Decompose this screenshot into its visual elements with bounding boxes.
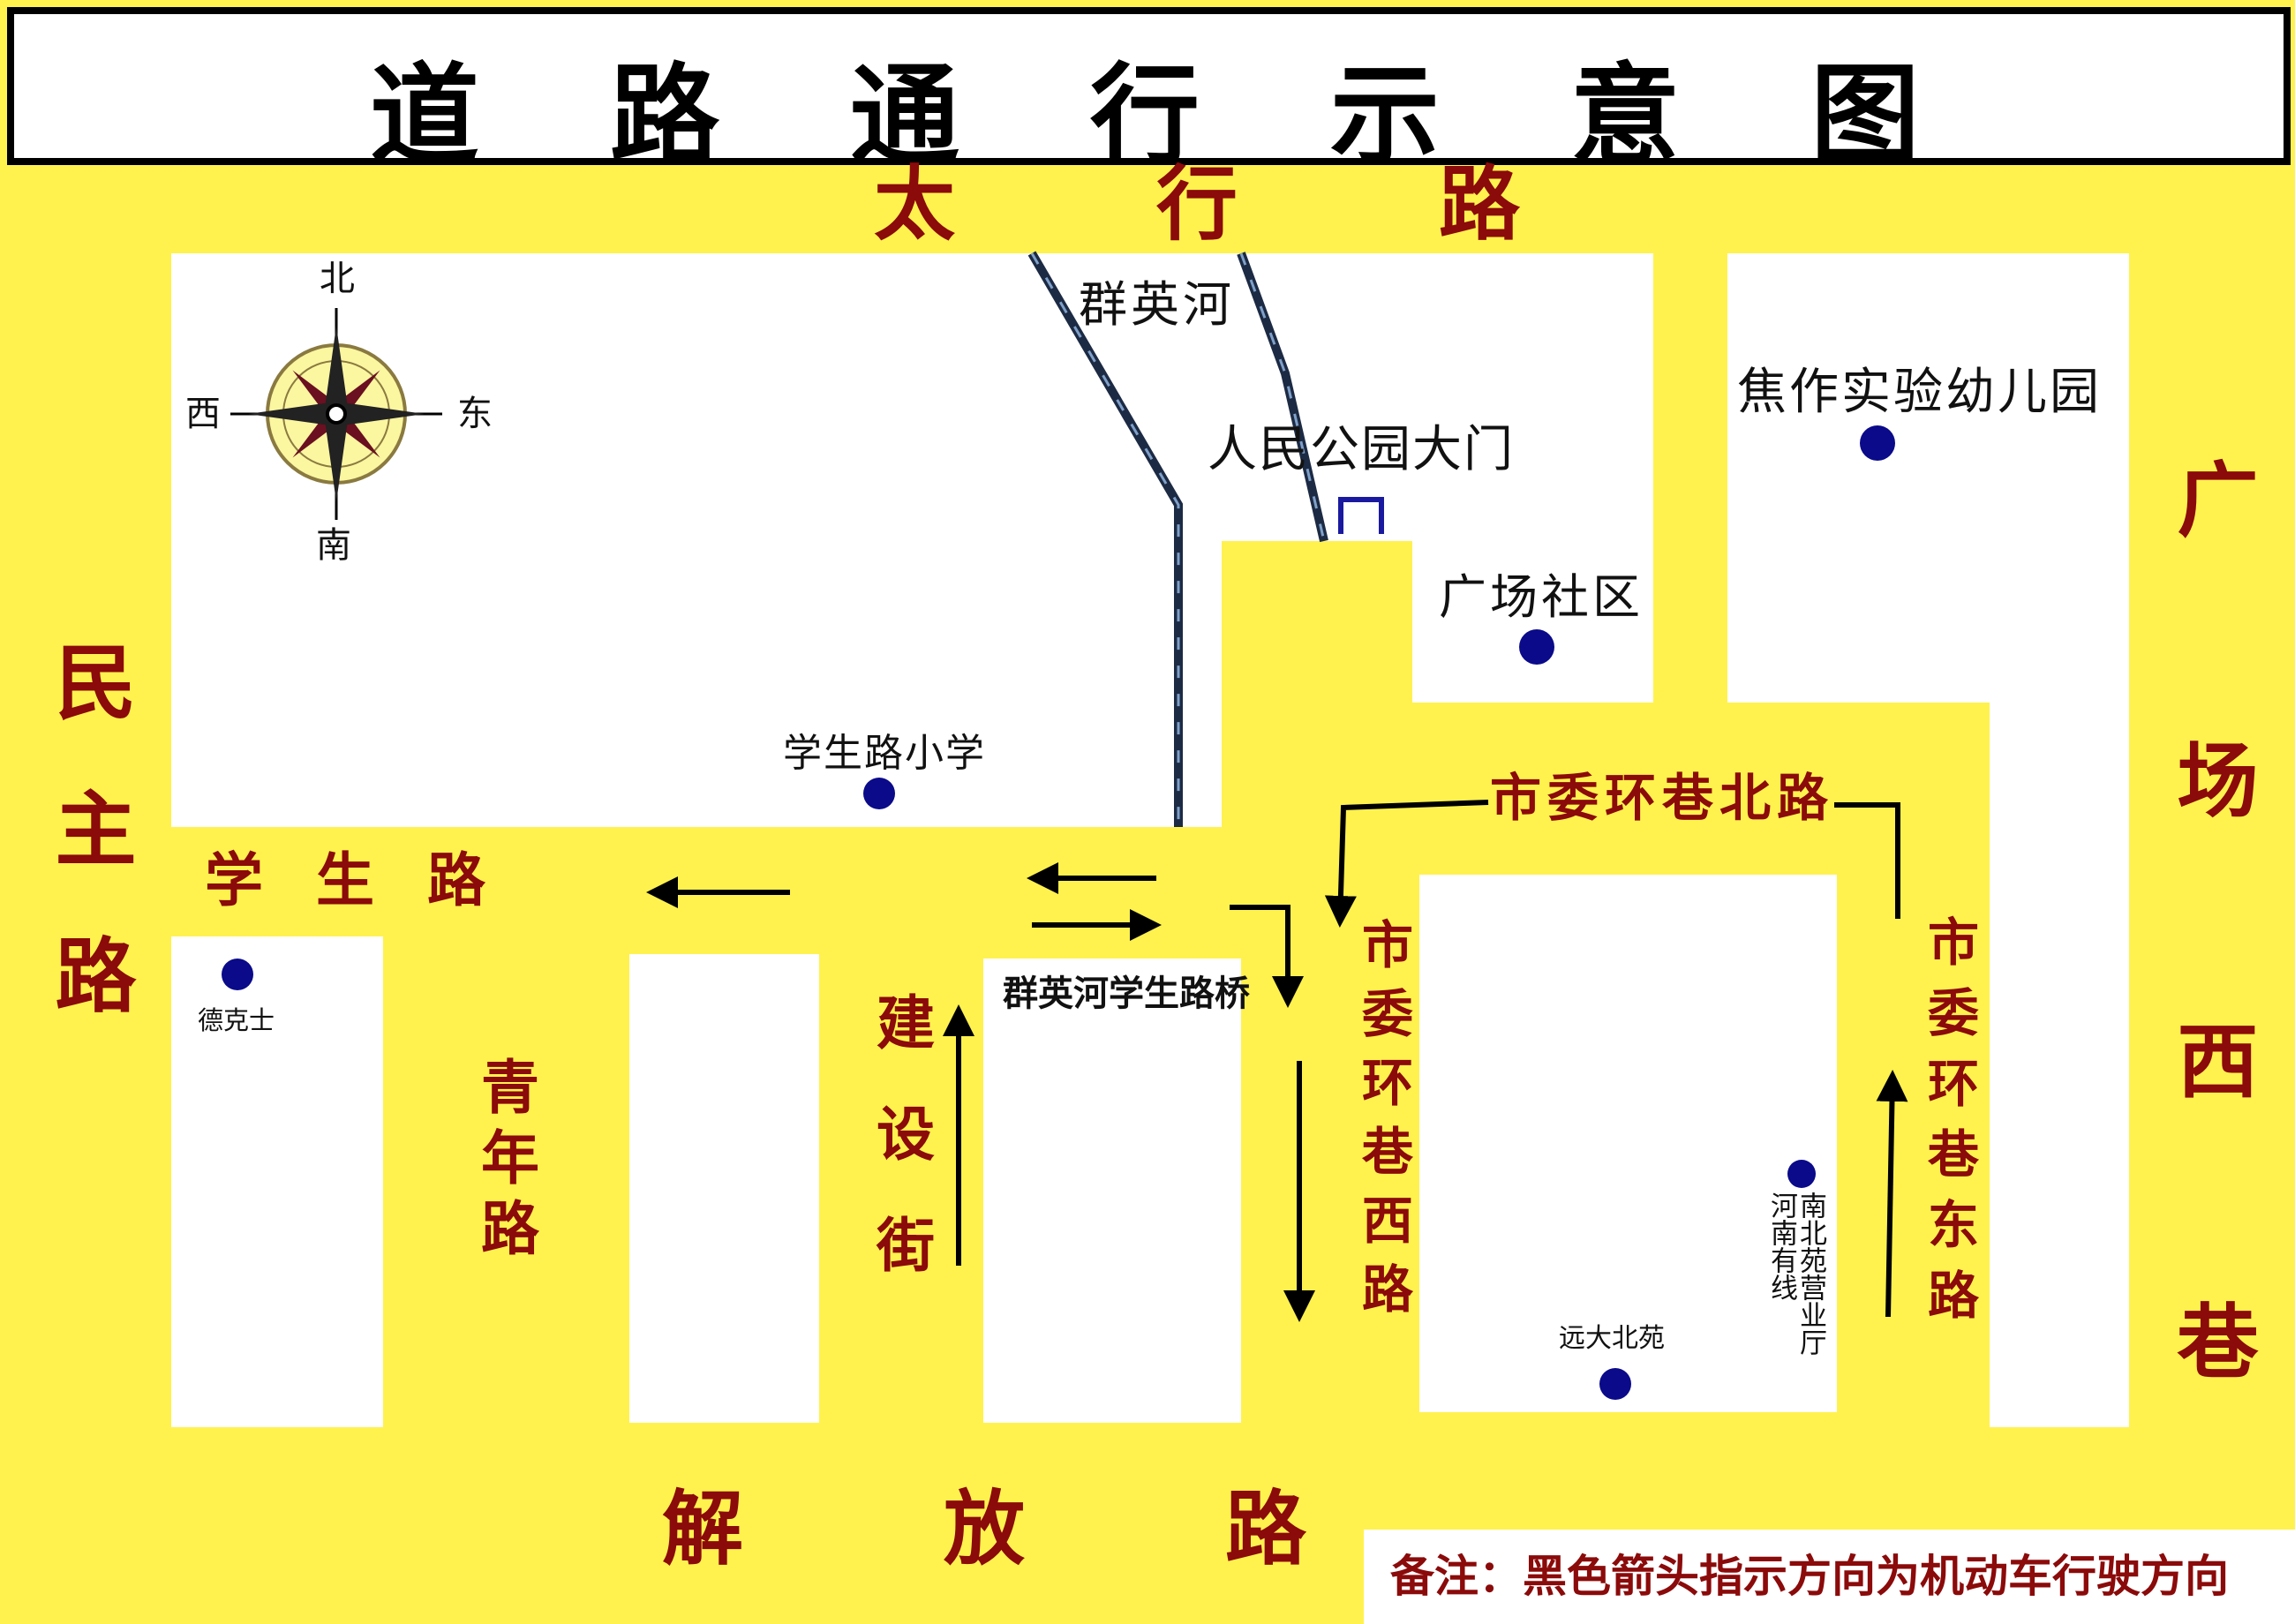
map-title: 道路通行示意图 [370, 52, 2051, 180]
block-dicos [171, 936, 383, 1427]
note-text: 备注：黑色箭头指示方向为机动车行驶方向 [1390, 1551, 2229, 1602]
park-gate-icon [1338, 497, 1384, 534]
road-shiwei-xi: 市委环巷西路 [1353, 918, 1413, 1331]
dot-dicos [222, 959, 253, 990]
road-shiwei-dong: 市委环巷东路 [1919, 915, 1979, 1339]
block-east [1990, 703, 2129, 1427]
arrow-turn-south [1230, 905, 1304, 1008]
arrow-west-south-bei [1324, 800, 1489, 928]
compass-west: 西 [185, 394, 221, 434]
label-park-gate: 人民公园大门 [1208, 421, 1515, 478]
compass-north: 北 [320, 259, 355, 299]
label-cable-office-col1: 南北苑营业厅 [1795, 1192, 1826, 1356]
block-qingnian-east [629, 954, 819, 1423]
river-qunying [1027, 251, 1328, 827]
title-box [7, 7, 2291, 165]
dot-yuanda [1599, 1368, 1631, 1400]
dot-cable-office [1787, 1160, 1816, 1188]
road-taihang: 太行路 [874, 157, 1722, 252]
label-bridge: 群英河学生路桥 [1003, 974, 1250, 1014]
note-box: 备注：黑色箭头指示方向为机动车行驶方向 [1364, 1530, 2295, 1624]
landmark-dots [222, 425, 1895, 1400]
label-dicos: 德克士 [198, 1005, 275, 1035]
dot-kindergarten [1860, 425, 1895, 461]
road-jianshe: 建设街 [867, 992, 935, 1326]
compass-south: 南 [316, 525, 351, 566]
dot-community [1519, 629, 1554, 665]
road-xuesheng: 学生路 [205, 846, 538, 914]
road-minzhu: 民主路 [41, 640, 136, 1079]
block-community [1412, 541, 1653, 703]
label-river: 群英河 [1079, 276, 1236, 333]
label-yuanda: 远大北苑 [1559, 1323, 1665, 1354]
compass-east: 东 [457, 394, 493, 434]
arrow-north-dong [1876, 1070, 1908, 1318]
block-bridge [983, 959, 1241, 1423]
dot-school [863, 778, 895, 809]
compass-rose-icon [230, 308, 442, 520]
road-shiwei-bei: 市委环巷北路 [1490, 768, 1835, 828]
label-school: 学生路小学 [783, 731, 986, 776]
label-kindergarten: 焦作实验幼儿园 [1737, 364, 2102, 421]
road-qingnian: 青年路 [471, 1056, 539, 1268]
road-jiefang: 解放路 [662, 1482, 1508, 1576]
traffic-arrows [646, 789, 1908, 1322]
label-community: 广场社区 [1439, 569, 1644, 625]
label-cable-office-col2: 河南有线 [1765, 1192, 1797, 1301]
road-guangchang-xi: 广场西巷 [2163, 457, 2258, 1580]
block-yuanda [1419, 875, 1837, 1412]
block-kindergarten [1727, 253, 2129, 703]
